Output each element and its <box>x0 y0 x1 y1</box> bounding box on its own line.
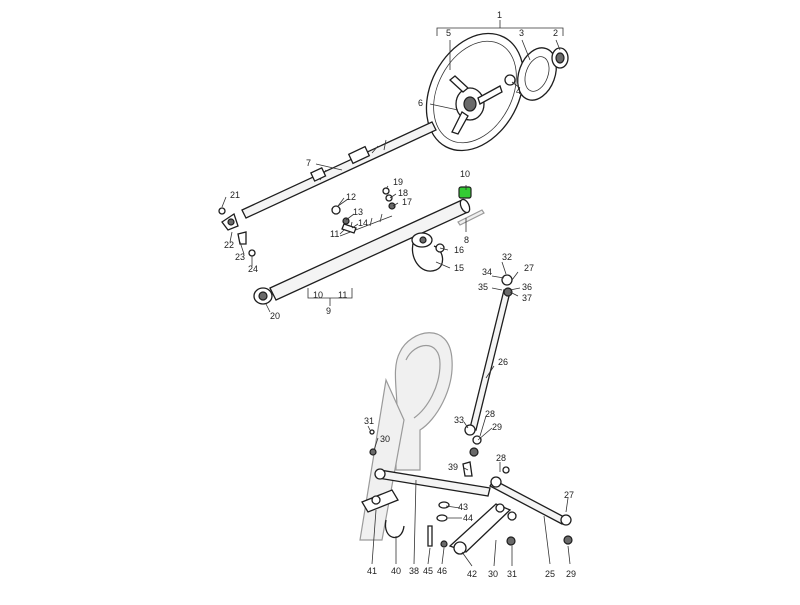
label-8: 8 <box>464 235 469 245</box>
horn-button <box>551 47 569 69</box>
label-6: 6 <box>418 98 423 108</box>
column-bushing-highlighted <box>458 186 472 199</box>
label-12: 12 <box>346 192 356 202</box>
label-38: 38 <box>409 566 419 576</box>
label-31-upper: 31 <box>364 416 374 426</box>
label-28-lower: 28 <box>496 453 506 463</box>
label-42: 42 <box>467 569 477 579</box>
label-4: 4 <box>516 86 521 96</box>
pitman-arm-42 <box>448 503 517 555</box>
switch-small-parts <box>331 187 396 234</box>
label-10-upper: 10 <box>460 169 470 179</box>
label-34: 34 <box>482 267 492 277</box>
label-30-upper: 30 <box>380 434 390 444</box>
label-22: 22 <box>224 240 234 250</box>
label-35: 35 <box>478 282 488 292</box>
label-23: 23 <box>235 252 245 262</box>
label-30-lower: 30 <box>488 569 498 579</box>
tie-rod-38 <box>374 468 491 497</box>
label-24: 24 <box>248 264 258 274</box>
label-27-upper: 27 <box>524 263 534 273</box>
label-43: 43 <box>458 502 468 512</box>
label-13: 13 <box>353 207 363 217</box>
tie-rod-25 <box>489 466 573 545</box>
leader-lines <box>221 20 571 567</box>
bracket-41-40 <box>361 429 405 538</box>
washers-43-46 <box>427 501 450 548</box>
label-32: 32 <box>502 252 512 262</box>
steering-wheel <box>425 32 525 152</box>
label-21: 21 <box>230 190 240 200</box>
steering-box-background <box>359 332 453 541</box>
bearing-20 <box>253 287 273 305</box>
label-36: 36 <box>522 282 532 292</box>
label-25: 25 <box>545 569 555 579</box>
label-31-lower: 31 <box>507 569 517 579</box>
label-46: 46 <box>437 566 447 576</box>
label-2: 2 <box>553 28 558 38</box>
label-39: 39 <box>448 462 458 472</box>
label-20: 20 <box>270 311 280 321</box>
label-27-lower: 27 <box>564 490 574 500</box>
label-19: 19 <box>393 177 403 187</box>
label-28-upper: 28 <box>485 409 495 419</box>
label-3: 3 <box>519 28 524 38</box>
label-7: 7 <box>306 158 311 168</box>
column-clamp <box>411 232 445 272</box>
label-11-upper: 11 <box>330 229 339 239</box>
label-26: 26 <box>498 357 508 367</box>
steering-column <box>241 121 437 219</box>
label-10-lower: 10 <box>313 290 323 300</box>
label-5: 5 <box>446 28 451 38</box>
label-45: 45 <box>423 566 433 576</box>
part-labels: 1 5 3 2 4 6 7 10 8 19 18 17 12 13 14 11 … <box>224 10 576 579</box>
label-29-lower: 29 <box>566 569 576 579</box>
label-16: 16 <box>454 245 464 255</box>
label-17: 17 <box>402 197 412 207</box>
label-29-upper: 29 <box>492 422 502 432</box>
label-14: 14 <box>358 218 368 228</box>
label-9: 9 <box>326 306 331 316</box>
label-15: 15 <box>454 263 464 273</box>
filler-strip <box>457 209 485 226</box>
label-11-lower: 11 <box>338 290 347 300</box>
switch-parts-21-24 <box>218 207 256 257</box>
horn-ring <box>517 47 557 101</box>
label-1: 1 <box>497 10 502 20</box>
label-33: 33 <box>454 415 464 425</box>
label-41: 41 <box>367 566 377 576</box>
label-37: 37 <box>522 293 532 303</box>
label-44: 44 <box>463 513 473 523</box>
label-40: 40 <box>391 566 401 576</box>
label-18: 18 <box>398 188 408 198</box>
